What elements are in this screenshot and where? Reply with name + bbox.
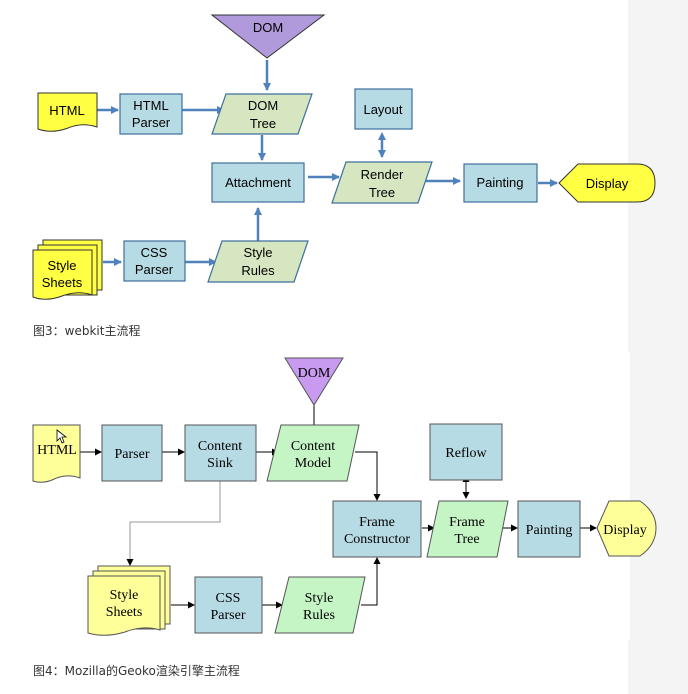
- gecko-painting-node: Painting: [517, 500, 581, 558]
- webkit-dom-tree-node: DOM Tree: [211, 93, 313, 135]
- webkit-style-rules-node: Style Rules: [207, 240, 309, 283]
- gecko-parser-node: Parser: [101, 424, 163, 482]
- right-margin-strip: [628, 0, 688, 694]
- webkit-html-parser-node: HTML Parser: [119, 93, 183, 135]
- gecko-frame-tree-node: Frame Tree: [426, 500, 509, 558]
- webkit-css-parser-node: CSS Parser: [123, 240, 186, 282]
- gecko-reflow-node: Reflow: [429, 423, 503, 481]
- webkit-diagram: DOM HTML HTML Parser DOM Tree Layout Att…: [32, 14, 656, 300]
- webkit-html-node: HTML: [37, 92, 98, 132]
- gecko-content-sink-node: Content Sink: [184, 424, 257, 482]
- figure-4-caption: 图4：Mozilla的Geoko渲染引擎主流程: [33, 664, 240, 678]
- webkit-render-tree-node: Render Tree: [331, 161, 433, 204]
- gecko-display-node: Display: [596, 500, 657, 557]
- figure-3-caption: 图3：webkit主流程: [33, 324, 141, 338]
- gecko-frame-constructor-node: Frame Constructor: [332, 500, 422, 558]
- edge-g-model-constructor: [355, 451, 381, 501]
- webkit-painting-node: Painting: [463, 163, 538, 203]
- gecko-style-sheets-node: Style Sheets: [87, 565, 171, 636]
- cursor-icon: [56, 429, 68, 444]
- webkit-dom-node: DOM: [210, 14, 326, 59]
- webkit-display-node: Display: [558, 163, 656, 203]
- edge-g-rules-constructor: [361, 557, 381, 606]
- webkit-attachment-node: Attachment: [211, 162, 305, 203]
- gecko-css-parser-node: CSS Parser: [194, 576, 263, 634]
- gecko-content-model-node: Content Model: [266, 424, 360, 482]
- edge-g-sink-sheets: [126, 481, 221, 566]
- webkit-style-sheets-node: Style Sheets: [32, 239, 103, 300]
- gecko-style-rules-node: Style Rules: [274, 576, 366, 634]
- webkit-layout-node: Layout: [354, 88, 413, 130]
- gecko-html-node: HTML: [32, 424, 81, 483]
